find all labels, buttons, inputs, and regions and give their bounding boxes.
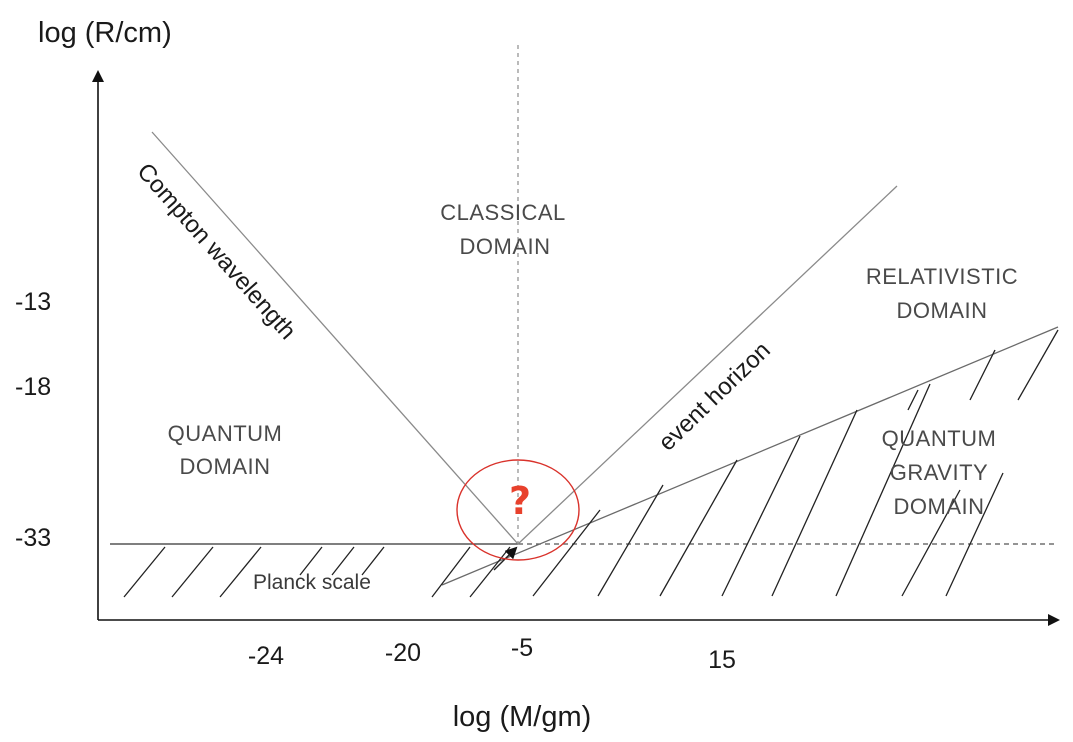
quantum-gravity-hatching bbox=[532, 329, 1059, 597]
x-axis-title: log (M/gm) bbox=[453, 701, 592, 733]
svg-text:DOMAIN: DOMAIN bbox=[460, 234, 551, 259]
svg-text:DOMAIN: DOMAIN bbox=[180, 454, 271, 479]
svg-text:DOMAIN: DOMAIN bbox=[897, 298, 988, 323]
compton-wavelength-label: Compton wavelength bbox=[132, 158, 302, 345]
y-tick-label: -13 bbox=[15, 288, 51, 316]
event-horizon-line bbox=[517, 185, 898, 545]
svg-text:QUANTUM: QUANTUM bbox=[168, 421, 283, 446]
quantum-gravity-domain-label: QUANTUM GRAVITY DOMAIN bbox=[882, 426, 997, 519]
svg-text:GRAVITY: GRAVITY bbox=[890, 460, 988, 485]
event-horizon-label: event horizon bbox=[653, 337, 775, 457]
x-tick-label: -20 bbox=[385, 639, 421, 667]
planck-point-circle bbox=[456, 459, 580, 561]
quantum-domain-label: QUANTUM DOMAIN bbox=[168, 421, 283, 479]
x-tick-label: -5 bbox=[511, 634, 533, 662]
quantum-gravity-boundary-line bbox=[441, 326, 1059, 586]
y-axis-title: log (R/cm) bbox=[38, 17, 172, 49]
svg-text:CLASSICAL: CLASSICAL bbox=[440, 200, 566, 225]
relativistic-domain-label: RELATIVISTIC DOMAIN bbox=[866, 264, 1018, 323]
svg-text:QUANTUM: QUANTUM bbox=[882, 426, 997, 451]
planck-scale-label: Planck scale bbox=[253, 571, 371, 594]
compton-wavelength-line bbox=[151, 131, 519, 545]
planck-hatching bbox=[123, 546, 511, 598]
svg-text:DOMAIN: DOMAIN bbox=[894, 494, 985, 519]
y-tick-label: -33 bbox=[15, 524, 51, 552]
y-tick-label: -18 bbox=[15, 373, 51, 401]
classical-domain-label: CLASSICAL DOMAIN bbox=[440, 200, 566, 259]
x-tick-label: -24 bbox=[248, 642, 284, 670]
question-mark: ? bbox=[509, 479, 531, 523]
svg-text:RELATIVISTIC: RELATIVISTIC bbox=[866, 264, 1018, 289]
x-tick-label: 15 bbox=[708, 646, 736, 674]
